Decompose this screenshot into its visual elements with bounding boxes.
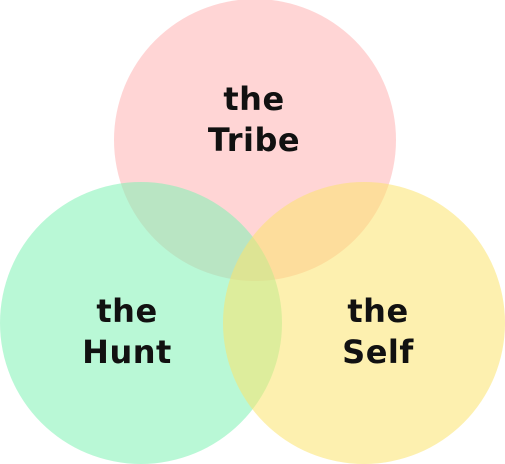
label-self: the Self <box>342 292 414 371</box>
label-hunt-line1: the <box>96 292 157 330</box>
label-hunt-line2: Hunt <box>82 333 172 371</box>
label-tribe-line1: the <box>223 80 284 118</box>
label-tribe: the Tribe <box>208 80 300 159</box>
circle-hunt <box>0 182 282 464</box>
label-self-line1: the <box>347 292 408 330</box>
circle-self <box>223 182 505 464</box>
label-hunt: the Hunt <box>82 292 172 371</box>
label-tribe-line2: Tribe <box>208 121 300 159</box>
label-self-line2: Self <box>342 333 414 371</box>
